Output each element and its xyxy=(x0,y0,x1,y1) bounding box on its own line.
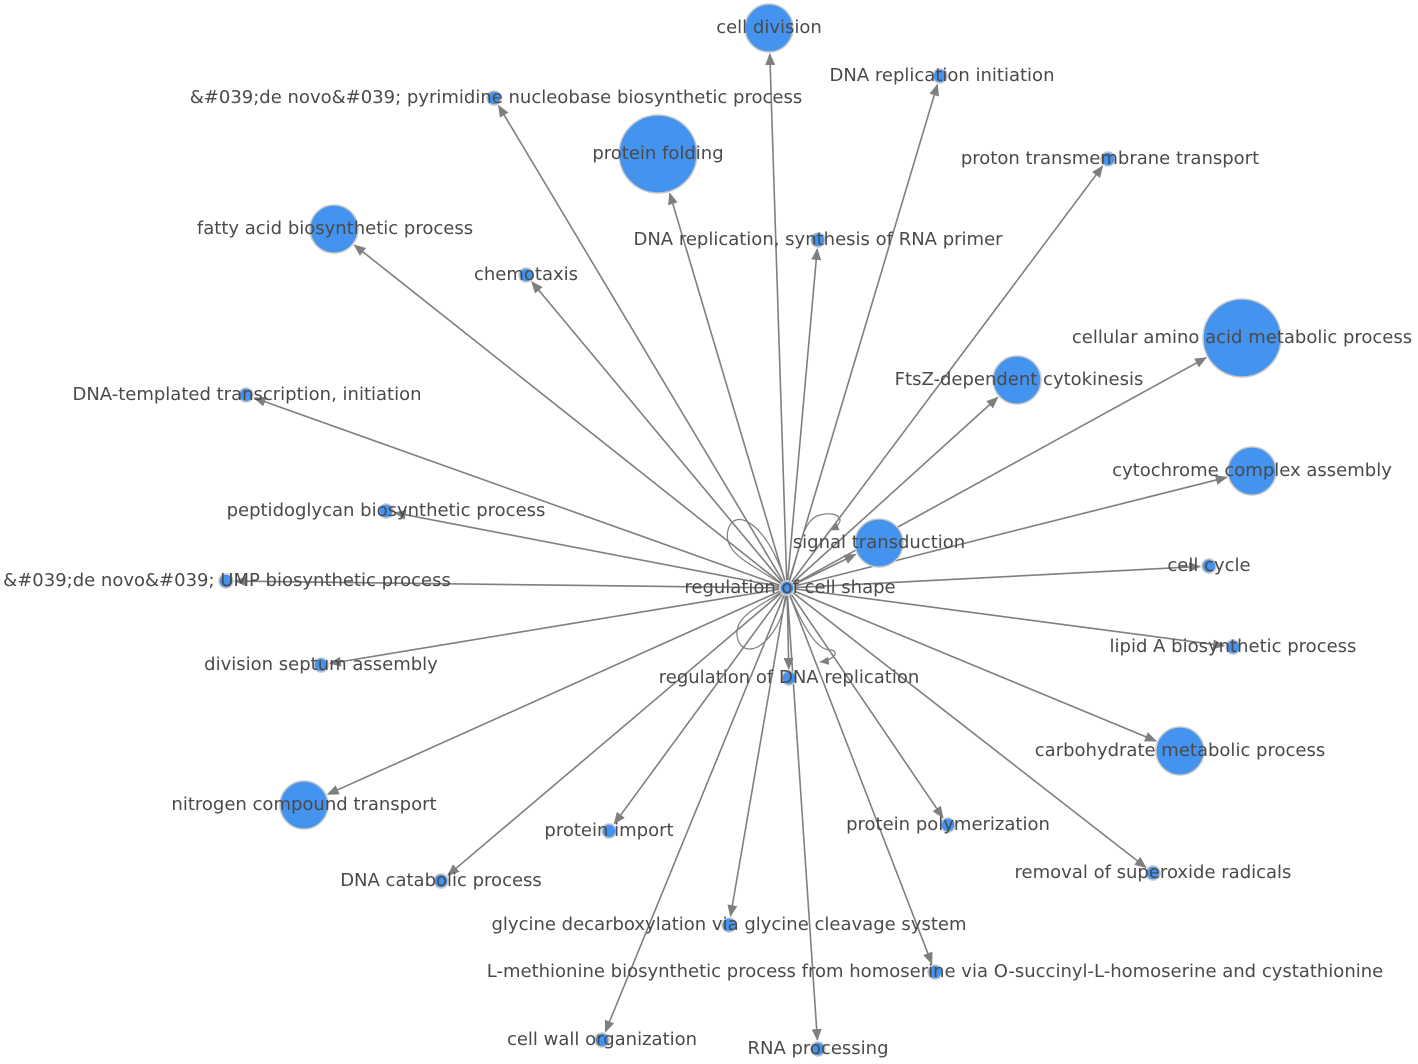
node-regulation-dna-replication[interactable] xyxy=(781,670,797,686)
node-de-novo-pyrimidine[interactable] xyxy=(486,90,502,106)
edge-to-division-septum-assembly xyxy=(328,588,780,667)
label-division-septum-assembly: division septum assembly xyxy=(204,654,438,675)
node-signal-transduction[interactable] xyxy=(854,518,904,568)
label-dna-replication-rna-primer: DNA replication, synthesis of RNA primer xyxy=(633,229,1003,250)
self-loop-bottom xyxy=(736,587,788,650)
node-dna-replication-initiation[interactable] xyxy=(932,68,948,84)
self-loop-left xyxy=(726,519,788,589)
node-protein-import[interactable] xyxy=(601,823,617,839)
node-protein-folding[interactable] xyxy=(618,114,698,194)
edge-to-peptidoglycan-biosynthetic xyxy=(393,509,780,588)
edge-to-glycine-decarboxylation xyxy=(727,595,787,918)
node-division-septum-assembly[interactable] xyxy=(313,657,329,673)
node-cell-division[interactable] xyxy=(744,3,794,53)
edge-to-cell-division xyxy=(765,53,788,581)
edge-to-chemotaxis xyxy=(531,281,783,583)
node-hub[interactable] xyxy=(779,580,795,596)
label-carbohydrate-metabolic: carbohydrate metabolic process xyxy=(1035,740,1325,761)
label-signal-transduction: signal transduction xyxy=(793,532,965,553)
node-dna-templated-transcription[interactable] xyxy=(238,387,254,403)
edge-to-removal-superoxide xyxy=(792,592,1147,869)
edge-to-fatty-acid-biosynthetic xyxy=(353,244,782,584)
edge-to-dna-replication-initiation xyxy=(788,83,940,581)
label-protein-polymerization: protein polymerization xyxy=(846,814,1050,835)
edge-to-nitrogen-compound-transport xyxy=(326,590,781,796)
label-cell-division: cell division xyxy=(716,17,822,38)
label-l-methionine-biosynthetic: L-methionine biosynthetic process from h… xyxy=(487,961,1383,982)
label-protein-folding: protein folding xyxy=(592,143,723,164)
label-chemotaxis: chemotaxis xyxy=(474,264,578,285)
label-rna-processing: RNA processing xyxy=(747,1038,888,1059)
node-removal-superoxide[interactable] xyxy=(1145,865,1161,881)
node-rna-processing[interactable] xyxy=(810,1041,826,1057)
label-removal-superoxide: removal of superoxide radicals xyxy=(1015,862,1292,883)
edge-to-cell-cycle xyxy=(794,562,1201,589)
node-chemotaxis[interactable] xyxy=(518,267,534,283)
edge-to-dna-catabolic xyxy=(447,592,782,876)
label-dna-catabolic: DNA catabolic process xyxy=(340,870,542,891)
nodes xyxy=(218,3,1282,1057)
label-dna-templated-transcription: DNA-templated transcription, initiation xyxy=(72,384,421,405)
label-hub: regulation of cell shape xyxy=(684,577,895,598)
labels: regulation of cell shape cell divisionDNA… xyxy=(3,17,1412,1059)
label-de-novo-ump: &#039;de novo&#039; UMP biosynthetic pro… xyxy=(3,570,451,591)
node-nitrogen-compound-transport[interactable] xyxy=(279,780,329,830)
edge-to-ftsz-cytokinesis xyxy=(792,396,999,584)
node-carbohydrate-metabolic[interactable] xyxy=(1155,726,1205,776)
edge-to-protein-polymerization xyxy=(790,594,944,819)
edge-to-lipid-a-biosynthetic xyxy=(794,588,1226,650)
label-proton-transmembrane-transport: proton transmembrane transport xyxy=(961,148,1259,169)
node-lipid-a-biosynthetic[interactable] xyxy=(1225,639,1241,655)
node-l-methionine-biosynthetic[interactable] xyxy=(927,964,943,980)
edge-to-carbohydrate-metabolic xyxy=(794,590,1157,742)
edge-to-signal-transduction xyxy=(793,553,857,586)
label-nitrogen-compound-transport: nitrogen compound transport xyxy=(171,794,436,815)
label-cell-cycle: cell cycle xyxy=(1167,555,1250,576)
edges xyxy=(234,53,1228,1041)
label-dna-replication-initiation: DNA replication initiation xyxy=(830,65,1055,86)
node-de-novo-ump[interactable] xyxy=(218,573,234,589)
label-cytochrome-complex-assembly: cytochrome complex assembly xyxy=(1112,460,1392,481)
label-lipid-a-biosynthetic: lipid A biosynthetic process xyxy=(1110,636,1357,657)
edge-to-protein-import xyxy=(613,594,783,825)
edge-to-de-novo-pyrimidine xyxy=(497,104,784,582)
label-de-novo-pyrimidine: &#039;de novo&#039; pyrimidine nucleobas… xyxy=(190,87,802,108)
label-glycine-decarboxylation: glycine decarboxylation via glycine clea… xyxy=(492,914,967,935)
edge-to-regulation-dna-replication xyxy=(783,595,794,670)
node-protein-polymerization[interactable] xyxy=(940,817,956,833)
edge-to-de-novo-ump xyxy=(234,576,780,589)
node-cellular-amino-acid[interactable] xyxy=(1202,298,1282,378)
node-cell-wall-organization[interactable] xyxy=(594,1032,610,1048)
node-fatty-acid-biosynthetic[interactable] xyxy=(309,204,359,254)
edge-to-proton-transmembrane-transport xyxy=(791,165,1104,583)
label-ftsz-cytokinesis: FtsZ-dependent cytokinesis xyxy=(895,369,1144,390)
label-regulation-dna-replication: regulation of DNA replication xyxy=(659,667,920,688)
edge-to-dna-replication-rna-primer xyxy=(786,248,822,581)
label-cell-wall-organization: cell wall organization xyxy=(507,1029,697,1050)
node-dna-catabolic[interactable] xyxy=(433,873,449,889)
node-dna-replication-rna-primer[interactable] xyxy=(810,232,826,248)
edge-to-rna-processing xyxy=(786,595,822,1041)
node-cell-cycle[interactable] xyxy=(1201,558,1217,574)
node-cytochrome-complex-assembly[interactable] xyxy=(1227,446,1277,496)
edge-to-protein-folding xyxy=(668,192,786,581)
label-peptidoglycan-biosynthetic: peptidoglycan biosynthetic process xyxy=(227,500,546,521)
label-protein-import: protein import xyxy=(544,820,673,841)
edge-to-cell-wall-organization xyxy=(604,595,785,1033)
label-cellular-amino-acid: cellular amino acid metabolic process xyxy=(1072,327,1412,348)
edge-to-cytochrome-complex-assembly xyxy=(794,475,1228,587)
label-fatty-acid-biosynthetic: fatty acid biosynthetic process xyxy=(197,218,473,239)
node-peptidoglycan-biosynthetic[interactable] xyxy=(378,503,394,519)
node-glycine-decarboxylation[interactable] xyxy=(721,917,737,933)
node-proton-transmembrane-transport[interactable] xyxy=(1100,151,1116,167)
edge-to-dna-templated-transcription xyxy=(253,396,780,587)
edge-to-l-methionine-biosynthetic xyxy=(789,595,933,965)
node-ftsz-cytokinesis[interactable] xyxy=(992,355,1042,405)
